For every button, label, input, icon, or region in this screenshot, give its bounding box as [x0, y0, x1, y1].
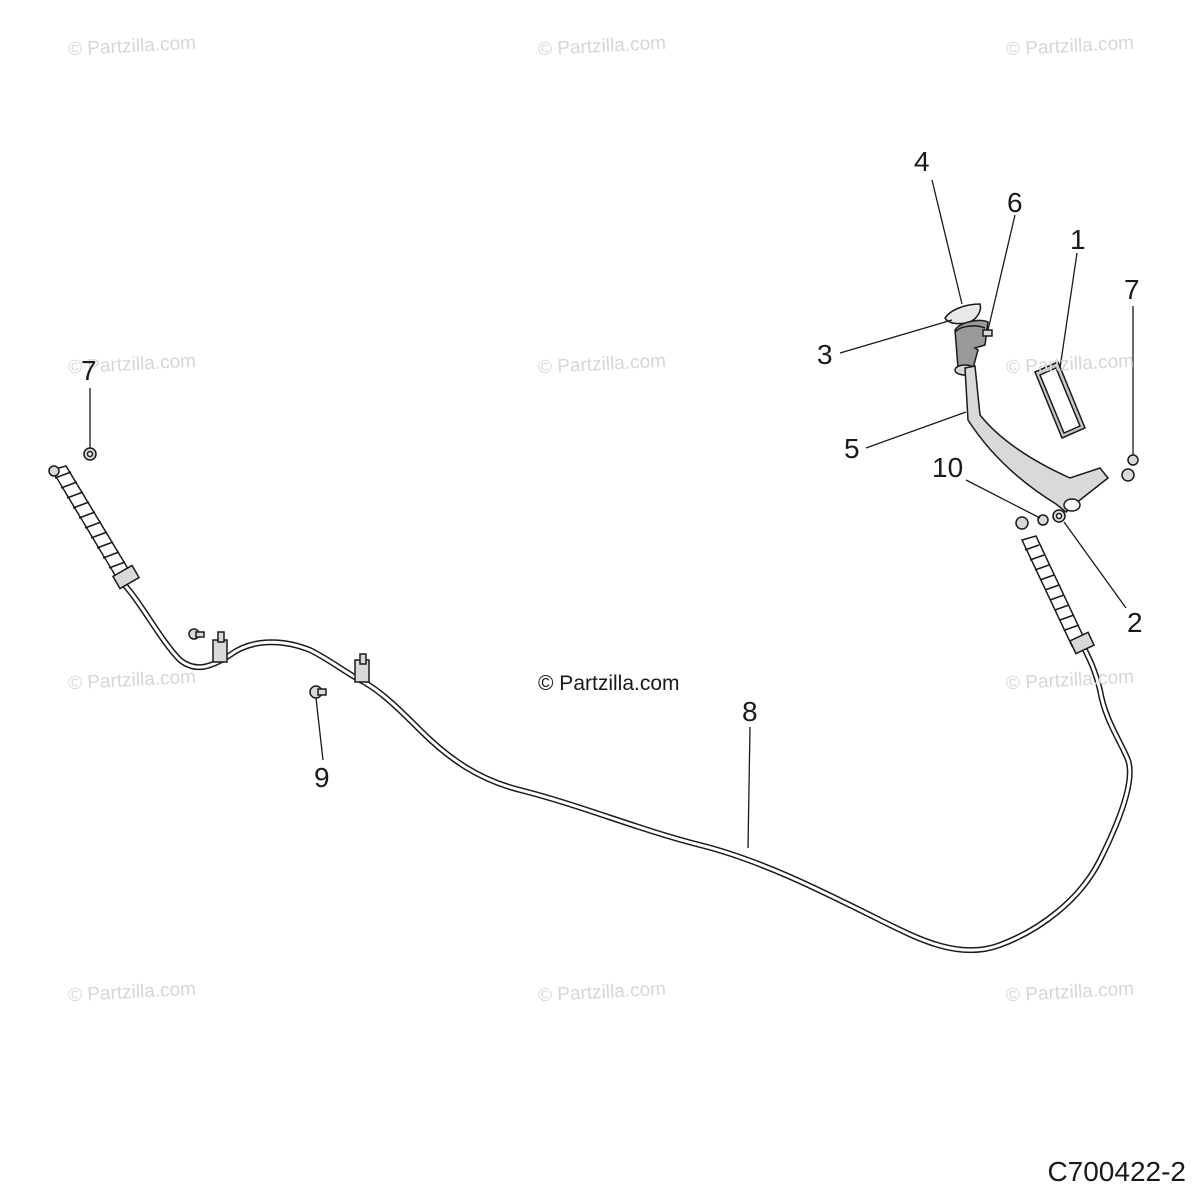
nut-left-part-7	[83, 447, 97, 461]
callout-bolt: 9	[314, 762, 330, 793]
leader-2	[1063, 521, 1127, 609]
cable-bracket-left	[212, 631, 228, 663]
right-bellows-boot	[1015, 516, 1096, 655]
callout-nut-left: 7	[81, 355, 97, 386]
callout-lever: 5	[844, 433, 860, 464]
callout-cap: 4	[914, 146, 930, 177]
nut-near-pedal	[1121, 468, 1135, 482]
callout-handle: 3	[817, 339, 833, 370]
cable-inner	[118, 578, 1132, 952]
center-watermark: © Partzilla.com	[538, 672, 680, 695]
leader-3	[839, 319, 953, 354]
callout-pedal-pad: 1	[1070, 224, 1086, 255]
bolt-near-cable	[188, 628, 205, 640]
screw-part-6	[982, 329, 993, 337]
leader-9	[315, 697, 324, 761]
leader-8	[747, 726, 751, 849]
pedal-pad-part-1	[1034, 361, 1086, 439]
nut-right-part-2	[1052, 509, 1066, 523]
leader-1	[1059, 252, 1078, 369]
cable-outer	[117, 577, 1133, 954]
leader-6	[987, 214, 1016, 331]
washer-part-10	[1037, 514, 1049, 526]
callout-nut-right: 2	[1127, 607, 1143, 638]
leader-4	[931, 179, 963, 305]
callout-cable: 8	[742, 696, 758, 727]
lever-part-5	[964, 365, 1110, 513]
diagram-id: C700422-2	[1047, 1156, 1186, 1187]
cable-assembly	[117, 577, 1133, 954]
left-bellows-boot	[48, 465, 141, 590]
callout-washer: 10	[932, 452, 964, 483]
callout-nut-top-right: 7	[1124, 274, 1140, 305]
cable-bracket-mid	[354, 653, 370, 683]
leader-lines	[89, 179, 1134, 849]
bolt-part-9	[309, 685, 327, 699]
callout-screw: 6	[1007, 187, 1023, 218]
leader-5	[865, 411, 967, 449]
nut-top-right-part-7	[1127, 454, 1139, 466]
cap-part-4	[944, 303, 982, 325]
leader-10	[965, 479, 1041, 519]
